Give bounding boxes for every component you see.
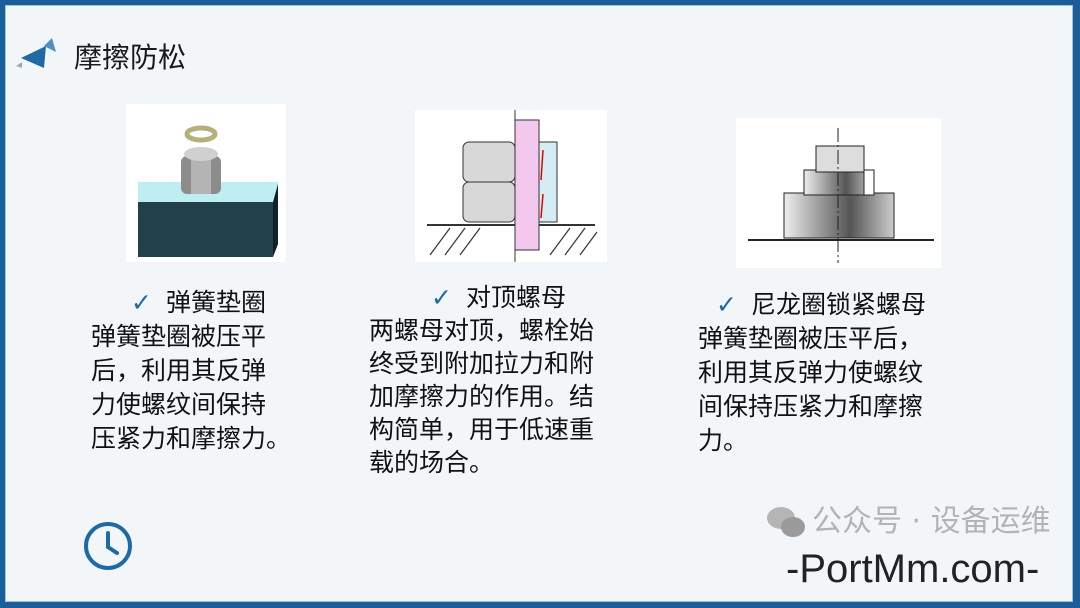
watermark-en: -PortMm.com- bbox=[786, 547, 1040, 591]
double-nut-section-image bbox=[415, 110, 607, 262]
column-heading: 尼龙圈锁紧螺母 bbox=[750, 290, 926, 319]
text-line: 两螺母对顶，螺栓始 bbox=[369, 316, 595, 345]
blue-triangles-icon bbox=[16, 38, 56, 68]
text-line: 力使螺纹间保持 bbox=[91, 390, 267, 419]
check-icon: ✓ bbox=[131, 288, 152, 317]
page-title: 摩擦防松 bbox=[74, 41, 187, 74]
text-line: 压紧力和摩擦力。 bbox=[91, 424, 292, 453]
text-line: 弹簧垫圈被压平后， bbox=[698, 324, 924, 353]
check-icon: ✓ bbox=[431, 283, 452, 312]
text-line: 后，利用其反弹 bbox=[91, 356, 267, 385]
wechat-icon bbox=[767, 507, 805, 537]
text-line: 间保持压紧力和摩擦 bbox=[698, 392, 924, 421]
spring-washer-nut-image bbox=[126, 104, 286, 262]
column-nylon-lock-nut: ✓ 尼龙圈锁紧螺母 弹簧垫圈被压平后， 利用其反弹力使螺纹 间保持压紧力和摩擦 力… bbox=[698, 288, 926, 458]
clock-icon[interactable] bbox=[82, 520, 134, 572]
column-heading: 弹簧垫圈 bbox=[165, 288, 266, 317]
text-line: 构简单，用于低速重 bbox=[369, 415, 595, 444]
column-spring-washer: ✓ 弹簧垫圈 弹簧垫圈被压平 后，利用其反弹 力使螺纹间保持 压紧力和摩擦力。 bbox=[91, 286, 291, 456]
text-line: 利用其反弹力使螺纹 bbox=[698, 358, 924, 387]
slide: 摩擦防松 ✓ 弹簧垫圈 弹簧垫圈被压平 后，利用其反弹 bbox=[5, 5, 1073, 602]
watermark-cn: 公众号 · 设备运维 bbox=[812, 504, 1051, 539]
column-double-nut: ✓ 对顶螺母 两螺母对顶，螺栓始 终受到附加拉力和附 加摩擦力的作用。结 构简单，… bbox=[369, 281, 594, 479]
column-heading: 对顶螺母 bbox=[465, 283, 566, 312]
text-line: 力。 bbox=[698, 426, 749, 455]
nylon-lock-nut-image bbox=[736, 118, 941, 268]
text-line: 终受到附加拉力和附 bbox=[369, 349, 595, 378]
check-icon: ✓ bbox=[716, 290, 737, 319]
text-line: 加摩擦力的作用。结 bbox=[369, 382, 595, 411]
text-line: 载的场合。 bbox=[369, 448, 495, 477]
watermark: 公众号 · 设备运维 -PortMm.com- bbox=[766, 504, 1066, 596]
text-line: 弹簧垫圈被压平 bbox=[91, 322, 267, 351]
